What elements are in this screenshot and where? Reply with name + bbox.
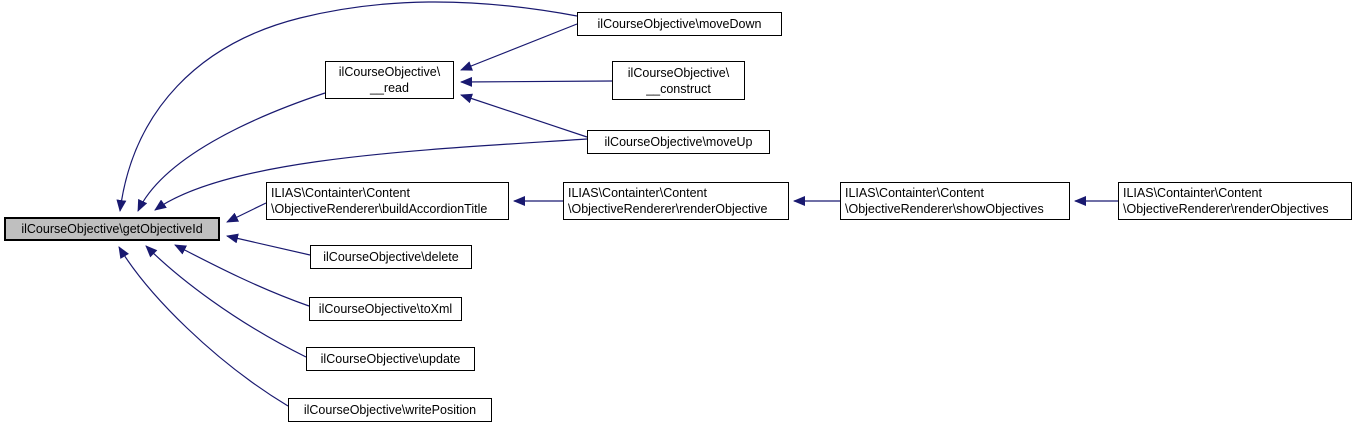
edge-moveup-to-getobjectiveid [154,138,588,211]
node-showobjectives[interactable]: ILIAS\Containter\Content \ObjectiveRende… [840,182,1070,220]
node-renderobjectives[interactable]: ILIAS\Containter\Content \ObjectiveRende… [1118,182,1352,220]
edge-movedown-to-read [460,23,578,71]
edge-movedown-to-getobjectiveid [116,1,578,212]
edge-construct-to-read [460,76,613,87]
node-getobjectiveid: ilCourseObjective\getObjectiveId [4,217,220,241]
node-renderobjective[interactable]: ILIAS\Containter\Content \ObjectiveRende… [563,182,789,220]
edge-delete-to-getobjectiveid [226,233,311,256]
node-construct[interactable]: ilCourseObjective\ __construct [612,61,745,100]
edge-moveup-to-read [460,93,588,138]
node-buildaccordiontitle[interactable]: ILIAS\Containter\Content \ObjectiveRende… [266,182,509,220]
node-update[interactable]: ilCourseObjective\update [306,347,475,371]
node-moveup[interactable]: ilCourseObjective\moveUp [587,130,770,154]
edge-read-to-getobjectiveid [137,92,326,212]
node-writeposition[interactable]: ilCourseObjective\writePosition [288,398,492,422]
node-movedown[interactable]: ilCourseObjective\moveDown [577,12,782,36]
edge-buildaccordiontitle-to-getobjectiveid [226,202,267,223]
edge-toxml-to-getobjectiveid [174,244,310,307]
edge-writeposition-to-getobjectiveid [118,246,289,407]
node-read[interactable]: ilCourseObjective\ __read [325,61,454,99]
edge-update-to-getobjectiveid [145,245,307,358]
node-toxml[interactable]: ilCourseObjective\toXml [309,297,462,321]
node-delete[interactable]: ilCourseObjective\delete [310,245,472,269]
